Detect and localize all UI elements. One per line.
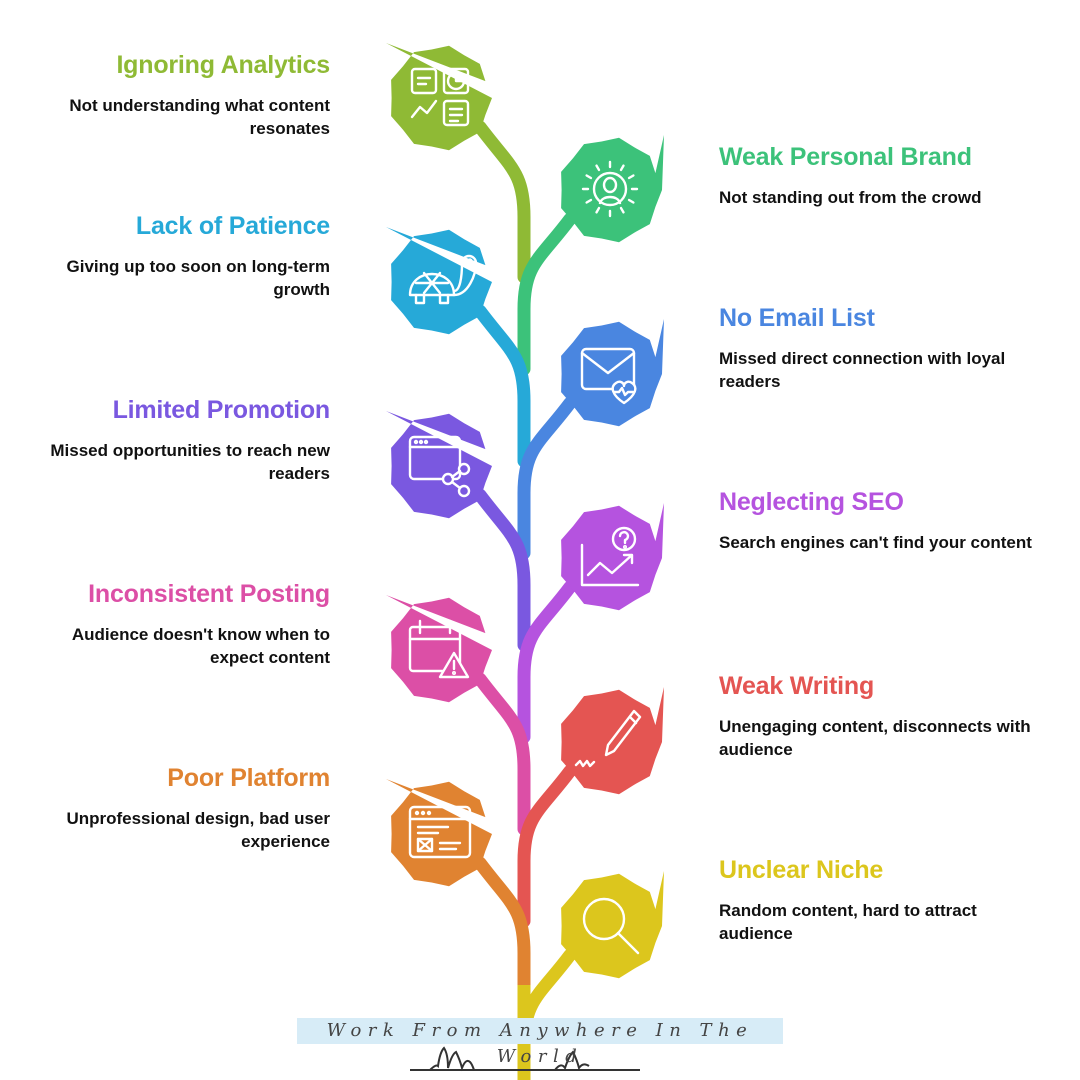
email-heart-icon	[580, 347, 637, 405]
grass-right	[554, 1050, 590, 1071]
item-title: Weak Personal Brand	[719, 143, 972, 171]
item-description: Random content, hard to attract audience	[719, 901, 977, 943]
item-description: Missed direct connection with loyal read…	[719, 349, 1006, 391]
footer-tagline: Work From Anywhere In The World	[326, 1020, 754, 1067]
item-unclear-niche: Unclear Niche Random content, hard to at…	[719, 855, 1039, 945]
leaf	[561, 319, 664, 427]
item-description: Unprofessional design, bad user experien…	[66, 809, 330, 851]
stem-segment	[473, 856, 531, 1020]
item-title: Weak Writing	[719, 672, 875, 700]
turtle-icon	[408, 254, 478, 305]
item-description: Search engines can't find your content	[719, 533, 1032, 552]
stem-segment	[517, 580, 577, 744]
chart-question-icon	[580, 526, 640, 587]
item-weak-writing: Weak Writing Unengaging content, disconn…	[719, 671, 1039, 761]
item-title: Lack of Patience	[135, 212, 330, 240]
analytics-dashboard-icon	[410, 67, 470, 127]
item-title: Ignoring Analytics	[116, 51, 330, 79]
calendar-warning-icon	[408, 619, 470, 679]
item-poor-platform: Poor Platform Unprofessional design, bad…	[30, 763, 330, 853]
item-limited-promotion: Limited Promotion Missed opportunities t…	[30, 395, 330, 485]
stem-segment	[517, 396, 577, 560]
item-weak-personal-brand: Weak Personal Brand Not standing out fro…	[719, 142, 1039, 209]
leaf	[386, 43, 492, 151]
stem-segment	[517, 212, 577, 376]
stems	[473, 120, 577, 1080]
item-description: Audience doesn't know when to expect con…	[71, 625, 330, 667]
item-lack-of-patience: Lack of Patience Giving up too soon on l…	[30, 211, 331, 301]
stem-segment	[517, 764, 577, 928]
broken-webpage-icon	[408, 805, 472, 859]
stem-segment	[473, 672, 531, 836]
item-title: Neglecting SEO	[719, 488, 904, 516]
browser-share-icon	[408, 435, 471, 498]
item-title: Poor Platform	[167, 764, 330, 792]
item-description: Missed opportunities to reach new reader…	[50, 441, 330, 483]
item-description: Not understanding what content resonates	[69, 96, 330, 138]
item-title: Unclear Niche	[719, 856, 884, 884]
item-title: Limited Promotion	[112, 396, 331, 424]
item-title: Inconsistent Posting	[88, 580, 330, 608]
grass-left	[429, 1046, 475, 1072]
item-ignoring-analytics: Ignoring Analytics Not understanding wha…	[30, 50, 330, 140]
stem-segment	[473, 120, 531, 284]
stem-segment	[473, 304, 531, 468]
leaf	[386, 595, 492, 703]
item-neglecting-seo: Neglecting SEO Search engines can't find…	[719, 487, 1039, 554]
leaf	[561, 871, 664, 979]
item-description: Giving up too soon on long-term growth	[66, 257, 330, 299]
item-title: No Email List	[719, 304, 875, 332]
footer-banner: Work From Anywhere In The World	[297, 1018, 783, 1067]
magnifier-icon	[582, 897, 640, 955]
item-description: Not standing out from the crowd	[719, 188, 982, 207]
item-inconsistent-posting: Inconsistent Posting Audience doesn't kn…	[30, 579, 330, 669]
leaf	[386, 411, 492, 519]
stem-segment	[473, 488, 531, 652]
item-description: Unengaging content, disconnects with aud…	[719, 717, 1031, 759]
person-spotlight-icon	[581, 160, 639, 218]
leaf	[561, 135, 664, 243]
leaf	[561, 503, 664, 611]
leaf	[386, 227, 492, 335]
leaves	[386, 43, 664, 979]
item-no-email-list: No Email List Missed direct connection w…	[719, 303, 1039, 393]
pen-signature-icon	[574, 709, 642, 768]
